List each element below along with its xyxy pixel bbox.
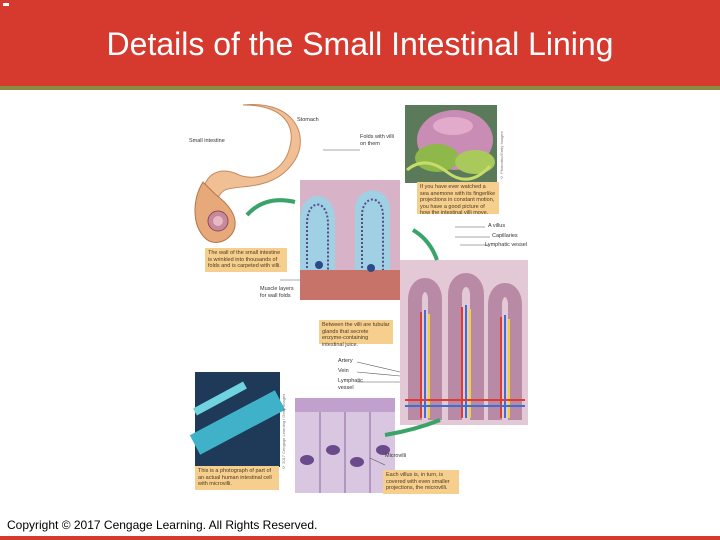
callout-glands: Between the villi are tubular glands tha… <box>319 320 393 348</box>
header-rule <box>0 86 720 90</box>
label-villus: A villus <box>488 223 506 229</box>
label-muscle-layers: Muscle layers for wall folds <box>260 286 294 299</box>
label-microvilli: Microvilli <box>385 453 407 459</box>
label-small-intestine: Small intestine <box>189 138 225 144</box>
corner-mark <box>3 3 9 6</box>
callout-each-villus: Each villus is, in turn, is covered with… <box>383 470 459 494</box>
microvilli-photo <box>189 372 286 467</box>
villi-enlargement <box>400 260 528 425</box>
stomach-and-intestine <box>194 104 301 243</box>
callout-anemone: If you have ever watched a sea anemone w… <box>417 182 499 216</box>
label-stomach: Stomach <box>297 117 319 123</box>
label-capillaries: Capillaries <box>492 233 518 239</box>
credit-anemone: © Photodisc/Getty Images <box>499 131 504 180</box>
figure-illustration <box>189 104 528 493</box>
green-arrow-3 <box>384 418 441 437</box>
label-vein: Vein <box>338 368 349 374</box>
copyright-footer: Copyright © 2017 Cengage Learning. All R… <box>7 518 318 532</box>
label-folds: Folds with villi on them <box>360 134 394 147</box>
villi-fold-section <box>300 180 400 300</box>
slide-title: Details of the Small Intestinal Lining <box>106 26 614 62</box>
epithelial-cells <box>295 398 395 493</box>
bottom-rule <box>0 536 720 540</box>
title-bar <box>0 0 720 86</box>
credit-photo: © 2017 Cengage Learning / Getty Images <box>281 393 286 470</box>
green-arrow-1 <box>245 198 296 217</box>
green-arrow-2 <box>411 228 439 261</box>
callout-wall: The wall of the small intestine is wrink… <box>205 248 287 272</box>
sea-anemone-photo <box>405 105 497 183</box>
label-artery: Artery <box>338 358 353 364</box>
callout-photo: This is a photograph of part of an actua… <box>195 466 279 490</box>
label-lymphatic-vessel-top: Lymphatic vessel <box>485 242 527 248</box>
intestinal-lining-figure: Stomach Small intestine Folds with villi… <box>185 100 530 500</box>
label-lymphatic-vessel-mid: Lymphatic vessel <box>338 378 363 391</box>
